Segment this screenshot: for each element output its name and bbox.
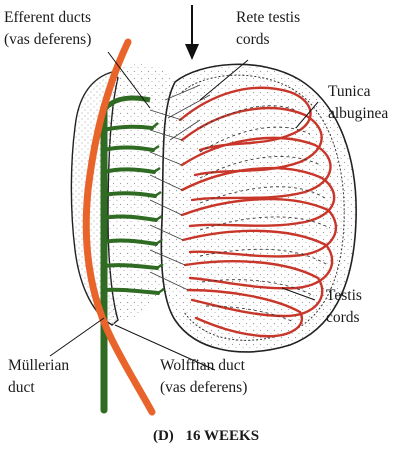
down-arrow-icon: [185, 5, 199, 60]
label-efferent-ducts: Efferent ducts (vas deferens): [4, 9, 95, 48]
caption-stage: 16 WEEKS: [186, 428, 260, 444]
label-tunica-albuginea: Tunica albuginea: [328, 83, 388, 122]
caption-letter: (D): [153, 428, 174, 444]
label-wolffian-duct: Wolffian duct (vas deferens): [160, 357, 249, 396]
label-rete-testis: Rete testis cords: [236, 9, 304, 48]
figure-caption: (D) 16 WEEKS: [153, 428, 259, 444]
label-mullerian-duct: Müllerian duct: [8, 357, 73, 396]
